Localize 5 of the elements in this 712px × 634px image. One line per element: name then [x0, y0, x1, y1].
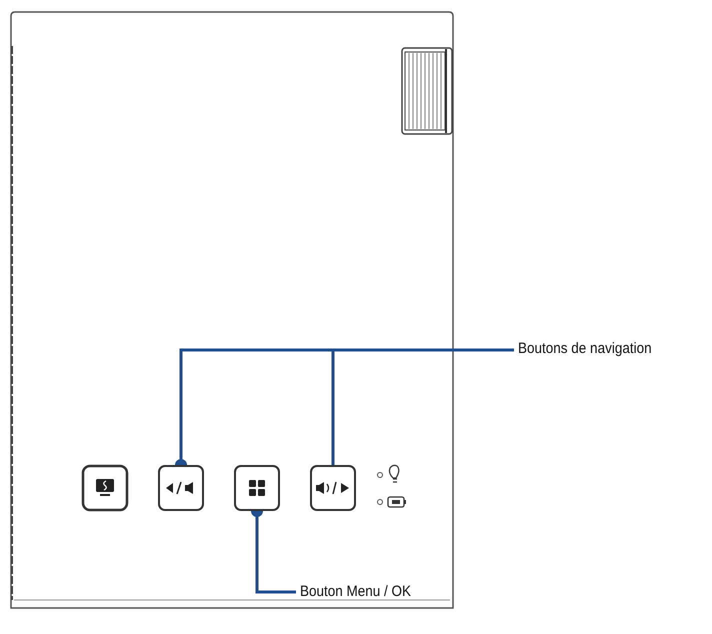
control-button: [158, 465, 204, 511]
control-button: [234, 465, 280, 511]
control-button: [310, 465, 356, 511]
callout-label: Bouton Menu / OK: [300, 583, 412, 601]
callout-label: Boutons de navigation: [518, 340, 652, 358]
